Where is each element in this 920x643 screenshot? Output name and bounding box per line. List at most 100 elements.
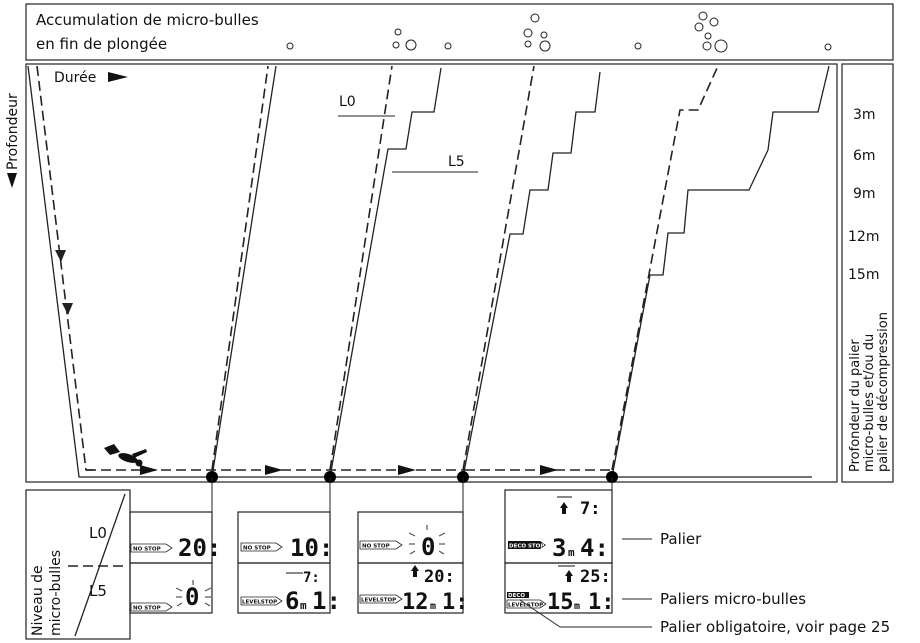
micro-bubbles	[286, 11, 832, 53]
flash-rays-icon	[175, 580, 212, 607]
bubble	[286, 42, 294, 50]
curve-label-leaders	[338, 115, 478, 173]
tag-d1-l0: NO STOP	[133, 547, 161, 553]
duration-axis-label: Durée	[54, 70, 96, 86]
callout-leaders	[519, 538, 652, 628]
d3-l5-value: 1:	[442, 590, 469, 615]
duration-axis-arrow-icon	[108, 72, 128, 82]
tag-d1-l5: NO STOP	[133, 606, 161, 612]
d3-l5-top: 20:	[424, 567, 455, 587]
ascent-2-l5	[329, 65, 393, 471]
d2-l5-depth: 6	[285, 587, 299, 615]
diver-icon	[104, 444, 147, 467]
bubble	[714, 39, 728, 53]
ascent-1-l5	[211, 65, 269, 471]
curve-label-l5: L5	[448, 154, 465, 170]
l0-descent-line	[27, 65, 812, 478]
depth-scale-caption: Profondeur du palier micro-bulles et/ou …	[848, 312, 891, 472]
d1-l0-value: 20:	[178, 534, 221, 562]
caption-line3: palier de décompression	[876, 312, 891, 472]
display-frames	[129, 489, 613, 614]
ascent-4-l0	[611, 65, 830, 478]
ascent-arrow-icon	[560, 502, 568, 514]
depth-axis-arrow-icon	[7, 173, 17, 188]
bubble	[405, 39, 417, 51]
tag-d4-l0: DECO STOP	[509, 544, 544, 550]
banner-title-line1: Accumulation de micro-bulles	[36, 11, 259, 29]
bubble	[540, 31, 548, 39]
flash-rays-icon	[408, 525, 446, 555]
bubble	[539, 40, 551, 52]
bubble	[392, 41, 400, 49]
bubble	[694, 22, 704, 32]
bottom-direction-arrows	[140, 465, 558, 475]
d3-l5-depth: 12	[402, 590, 429, 615]
tag-d2-l0: NO STOP	[243, 546, 271, 552]
bubble	[444, 42, 452, 50]
d4-l0-top: 7:	[580, 499, 600, 519]
stop-tag-fills	[240, 541, 547, 609]
d4-l5-value: 1:	[588, 590, 615, 615]
tag-d2-l5: LEVELSTOP	[242, 600, 277, 606]
d2-l5-value: 1:	[312, 587, 341, 615]
bubble	[394, 28, 402, 36]
ascent-arrow-icon	[565, 570, 573, 582]
bubble	[709, 17, 719, 27]
d2-l5-top: 7:	[303, 570, 320, 586]
level-title-line1: Niveau de	[30, 565, 46, 636]
level-divider-slant	[74, 493, 126, 637]
ascent-1-l0	[211, 65, 277, 478]
bubble	[824, 43, 832, 51]
d2-l5-unit: m	[300, 599, 307, 612]
stop-depth-scale	[841, 63, 894, 483]
dive-profile-plot	[25, 63, 838, 483]
callout-paliers-micro-bulles: Paliers micro-bulles	[660, 590, 806, 608]
bubble	[524, 40, 532, 48]
callout-palier-obligatoire: Palier obligatoire, voir page 25	[660, 618, 890, 636]
ascent-2-l0	[329, 67, 442, 478]
tag-d4-l5-deco: DECO	[508, 593, 525, 599]
d3-l5-unit: m	[430, 601, 436, 612]
bubble-accumulation-banner	[25, 3, 894, 61]
bubble	[704, 32, 712, 40]
depth-tick-12m: 12m	[848, 229, 879, 245]
tag-d3-l5: LEVELSTOP	[361, 598, 396, 604]
ascent-arrow-icon	[411, 565, 419, 577]
banner-title-line2: en fin de plongée	[36, 35, 167, 53]
depth-tick-6m: 6m	[853, 148, 876, 164]
d4-l5-unit: m	[574, 601, 580, 612]
d3-l0-value: 0	[421, 533, 435, 561]
callout-palier: Palier	[660, 530, 702, 548]
bubble	[530, 13, 540, 23]
depth-tick-15m: 15m	[848, 267, 879, 283]
bubble	[702, 41, 712, 51]
d2-l0-value: 10:	[290, 534, 333, 562]
d4-l5-top: 25:	[580, 567, 611, 587]
d4-l0-unit: m	[568, 546, 575, 559]
depth-tick-9m: 9m	[853, 186, 876, 202]
d1-l5-value: 0	[185, 583, 199, 611]
stop-tag-shapes	[130, 540, 403, 612]
tag-d4-l5-levelstop: LEVELSTOP	[508, 603, 543, 609]
d4-l5-depth: 15	[547, 590, 574, 615]
level-title-line2: micro-bulles	[48, 550, 64, 636]
level-row-l5: L5	[89, 582, 107, 600]
ascent-3-l0	[462, 71, 601, 478]
l5-descent-line	[36, 65, 98, 471]
tag-d3-l0: NO STOP	[362, 544, 390, 550]
bubble	[523, 28, 533, 38]
ascent-4-l5	[611, 65, 719, 471]
curve-label-l0: L0	[339, 94, 356, 110]
d4-l0-value: 4:	[580, 534, 609, 562]
bubble	[698, 11, 708, 21]
bubble	[634, 42, 642, 50]
descent-arrows	[55, 250, 73, 315]
depth-axis-label: Profondeur	[5, 93, 21, 170]
caption-line1: Profondeur du palier	[848, 339, 863, 472]
d4-l0-depth: 3	[552, 534, 566, 562]
depth-tick-3m: 3m	[853, 107, 876, 123]
caption-line2: micro-bulles et/ou du	[862, 334, 877, 472]
ascent-3-l5	[462, 65, 535, 471]
level-row-l0: L0	[89, 524, 107, 542]
